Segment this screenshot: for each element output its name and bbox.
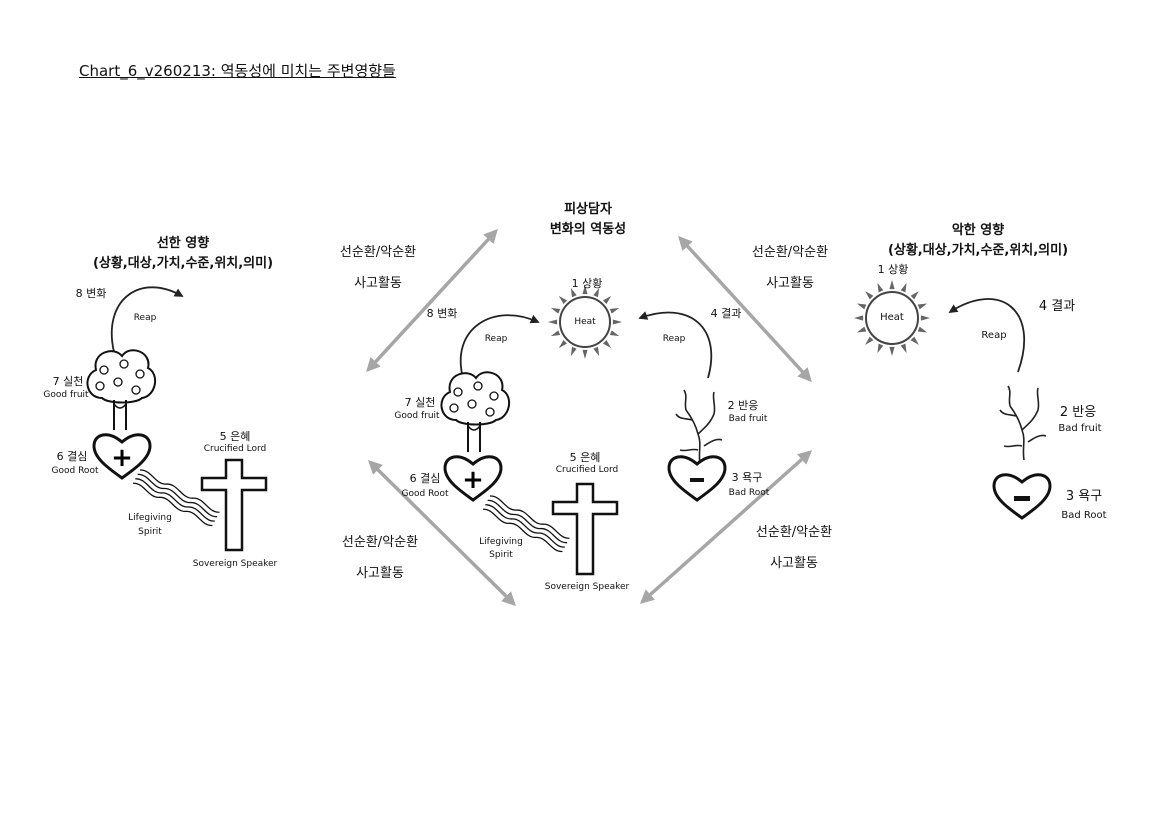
tree-icon: [440, 371, 511, 453]
sun-ray: [889, 346, 895, 356]
tree-icon: [86, 349, 157, 431]
sun-ray: [865, 336, 874, 345]
left-decision-label: 6 결심: [56, 450, 88, 463]
right-reap-label: Reap: [981, 330, 1007, 341]
sun-ray: [570, 287, 577, 298]
sun-icon: [854, 280, 930, 356]
right-result-label: 4 결과: [1038, 299, 1076, 314]
center-lifegiving-label: Lifegiving: [479, 537, 523, 547]
sun-ray: [558, 339, 568, 349]
curved-arrow-icon: [459, 314, 540, 379]
left-heading-line1: 선한 영향: [156, 236, 210, 251]
right-heading-line2: (상황,대상,가치,수준,위치,의미): [887, 243, 1069, 258]
sun-ray: [558, 295, 568, 305]
left-good-fruit-label: Good fruit: [43, 390, 89, 400]
left-good-root-label: Good Root: [51, 466, 99, 476]
center-spirit-label: Spirit: [489, 550, 513, 560]
sun-ray: [582, 349, 588, 359]
double-arrow-icon: [639, 450, 813, 604]
sun-ray: [920, 315, 930, 321]
center-heading-line2: 변화의 역동성: [549, 222, 627, 237]
sun-ray: [917, 303, 928, 310]
right-situation-label: 1 상황: [877, 263, 909, 276]
sun-ray: [602, 339, 612, 349]
sun-ray: [856, 303, 867, 310]
cross-icon: [551, 482, 619, 576]
left-grace-label: 5 은혜: [219, 430, 251, 443]
curved-arrow-icon: [638, 311, 713, 379]
sun-ray: [865, 291, 874, 300]
left-change-label: 8 변화: [75, 287, 107, 300]
center-bad-fruit-label: Bad fruit: [728, 414, 768, 424]
sun-ray: [550, 307, 561, 314]
sun-ray: [910, 291, 919, 300]
curved-arrow-icon: [948, 298, 1026, 373]
center-heat-label: Heat: [574, 317, 596, 327]
left-crucified-lord-label: Crucified Lord: [203, 444, 267, 454]
left-practice-label: 7 실천: [52, 375, 84, 388]
center-reap-left-label: Reap: [484, 334, 508, 344]
left-heading-line2: (상황,대상,가치,수준,위치,의미): [92, 256, 274, 271]
sun-ray: [612, 319, 622, 325]
right-desire-label: 3 욕구: [1065, 489, 1103, 504]
sun-ray: [917, 326, 928, 333]
center-decision-label: 6 결심: [409, 472, 441, 485]
sun-ray: [593, 287, 600, 298]
sun-ray: [889, 280, 895, 290]
svg-text:+: +: [111, 443, 133, 473]
sun-ray: [910, 336, 919, 345]
center-reaction-label: 2 반응: [727, 399, 759, 412]
sun-ray: [609, 330, 620, 337]
sun-ray: [550, 330, 561, 337]
center-heading-line1: 피상담자: [564, 202, 612, 217]
right-heading-line1: 악한 영향: [951, 223, 1005, 238]
left-lifegiving-label: Lifegiving: [128, 513, 172, 523]
cross-icon: [200, 458, 268, 552]
center-crucified-lord-label: Crucified Lord: [555, 465, 619, 475]
left-sovereign-speaker-label: Sovereign Speaker: [192, 559, 278, 569]
right-bad-root-label: Bad Root: [1061, 510, 1107, 521]
svg-text:+: +: [462, 465, 484, 495]
curved-arrow-icon: [110, 286, 184, 353]
sun-ray: [854, 315, 864, 321]
right-bad-fruit-label: Bad fruit: [1058, 423, 1102, 434]
left-reap-label: Reap: [133, 313, 157, 323]
center-good-root-label: Good Root: [401, 489, 449, 499]
center-sovereign-speaker-label: Sovereign Speaker: [544, 582, 630, 592]
sun-ray: [877, 343, 884, 354]
right-reaction-label: 2 반응: [1059, 405, 1097, 420]
center-reap-right-label: Reap: [662, 334, 686, 344]
bare-tree-icon: [675, 389, 723, 465]
center-situation-label: 1 상황: [571, 277, 603, 290]
bare-tree-icon: [999, 385, 1047, 461]
left-spirit-label: Spirit: [138, 527, 162, 537]
center-grace-label: 5 은혜: [569, 451, 601, 464]
sun-ray: [582, 285, 588, 295]
sun-ray: [548, 319, 558, 325]
center-practice-label: 7 실천: [404, 396, 436, 409]
sun-ray: [877, 282, 884, 293]
center-good-fruit-label: Good fruit: [394, 411, 440, 421]
sun-ray: [900, 282, 907, 293]
sun-ray: [856, 326, 867, 333]
center-desire-label: 3 욕구: [731, 471, 763, 484]
sun-ray: [593, 346, 600, 357]
center-result-label: 4 결과: [710, 307, 742, 320]
center-change-label: 8 변화: [426, 307, 458, 320]
sun-ray: [570, 346, 577, 357]
double-arrow-icon: [678, 235, 812, 383]
right-heat-label: Heat: [880, 312, 904, 323]
double-arrow-icon: [368, 460, 516, 606]
center-bad-root-label: Bad Root: [728, 488, 770, 498]
page-title: Chart_6_v260213: 역동성에 미치는 주변영향들: [79, 62, 396, 80]
sun-ray: [900, 343, 907, 354]
double-arrow-icon: [366, 228, 498, 373]
sun-ray: [609, 307, 620, 314]
sun-ray: [602, 295, 612, 305]
sun-icon: [548, 285, 622, 359]
